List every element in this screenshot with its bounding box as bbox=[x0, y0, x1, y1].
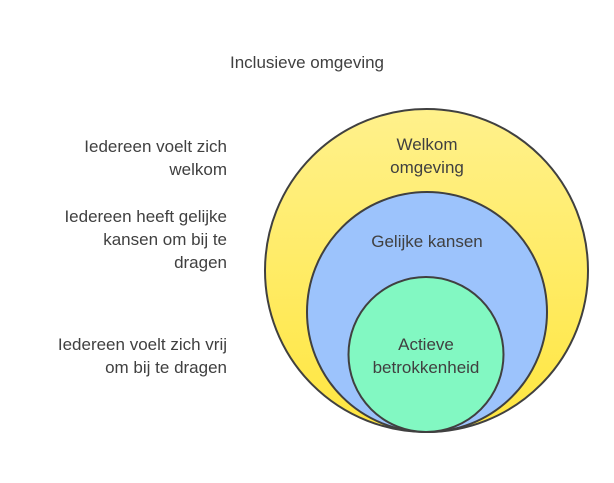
inner-circle-label-line-2: betrokkenheid bbox=[372, 357, 480, 377]
label-free-to-contribute-line-1: Iedereen voelt zich vrij bbox=[57, 335, 227, 354]
label-welcome: Iedereen voelt zich welkom bbox=[17, 135, 227, 181]
inner-circle-label: Actieve betrokkenheid bbox=[346, 334, 506, 379]
middle-circle-label: Gelijke kansen bbox=[337, 231, 517, 254]
label-equal-opportunity: Iedereen heeft gelijke kansen om bij te … bbox=[17, 205, 227, 274]
label-free-to-contribute-line-2: om bij te dragen bbox=[105, 358, 227, 377]
label-equal-opportunity-line-3: dragen bbox=[174, 253, 227, 272]
outer-circle-label-line-1: Welkom bbox=[396, 135, 458, 154]
label-equal-opportunity-line-2: kansen om bij te bbox=[103, 230, 227, 249]
label-free-to-contribute: Iedereen voelt zich vrij om bij te drage… bbox=[17, 333, 227, 379]
diagram-title: Inclusieve omgeving bbox=[0, 52, 614, 74]
label-equal-opportunity-line-1: Iedereen heeft gelijke bbox=[64, 207, 227, 226]
diagram-title-text: Inclusieve omgeving bbox=[229, 53, 385, 72]
outer-circle-label-line-2: omgeving bbox=[390, 157, 464, 177]
middle-circle-label-line-1: Gelijke kansen bbox=[371, 232, 483, 251]
label-welcome-line-1: Iedereen voelt zich bbox=[84, 137, 227, 156]
inner-circle-label-line-1: Actieve bbox=[398, 335, 454, 354]
inner-circle-active-engagement bbox=[347, 276, 505, 433]
label-welcome-line-2: welkom bbox=[169, 160, 227, 179]
outer-circle-label: Welkom omgeving bbox=[347, 134, 507, 179]
